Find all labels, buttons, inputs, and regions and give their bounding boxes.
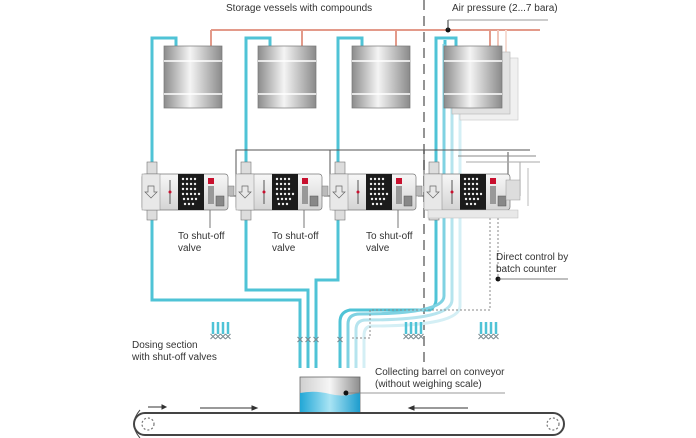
storage-vessel bbox=[257, 45, 317, 109]
dosing-valve-group bbox=[210, 322, 231, 340]
mass-flow-meter bbox=[235, 161, 329, 221]
storage-vessel-stack bbox=[443, 45, 519, 121]
shutoff-valve-label-2-line2: valve bbox=[272, 243, 296, 254]
collecting-barrel-label: Collecting barrel on conveyor (without w… bbox=[375, 367, 505, 391]
inlet-fitting bbox=[146, 161, 158, 175]
shutoff-valve-label-1: To shut-off valve bbox=[178, 231, 225, 255]
inlet-fitting bbox=[428, 161, 440, 175]
collecting-barrel bbox=[299, 376, 505, 414]
inlet-fitting bbox=[240, 161, 252, 175]
conveyor-roller-left bbox=[141, 417, 155, 431]
electrical-connector bbox=[321, 185, 329, 197]
direct-control-label: Direct control by batch counter bbox=[496, 252, 568, 276]
shut-off-valve-icon bbox=[403, 333, 409, 340]
mass-flow-meter bbox=[423, 161, 521, 221]
shut-off-valve-icon bbox=[337, 336, 343, 343]
barrel-level-dot bbox=[343, 390, 349, 396]
conveyor-roller-right bbox=[546, 417, 560, 431]
shut-off-valve-icon bbox=[297, 336, 303, 343]
shut-off-valve-icon bbox=[488, 333, 494, 340]
shut-off-valve-icon bbox=[225, 333, 231, 340]
shut-off-valve-icon bbox=[305, 336, 311, 343]
shutoff-valve-label-2-line1: To shut-off bbox=[272, 231, 319, 242]
shutoff-valve-label-3-line2: valve bbox=[366, 243, 390, 254]
shutoff-valve-label-3-line1: To shut-off bbox=[366, 231, 413, 242]
dosing-valve-group bbox=[478, 322, 499, 340]
shut-off-valve-icon bbox=[215, 333, 221, 340]
air-pressure-label: Air pressure (2...7 bara) bbox=[452, 3, 558, 14]
storage-vessel bbox=[163, 45, 223, 109]
flow-direction-icon bbox=[426, 185, 440, 199]
flow-direction-icon bbox=[332, 185, 346, 199]
shut-off-valve-icon bbox=[210, 333, 216, 340]
conveyor-direction-arrows bbox=[148, 404, 468, 411]
direct-control-label-line2: batch counter bbox=[496, 264, 557, 275]
storage-vessel bbox=[351, 45, 411, 109]
shutoff-valve-label-1-line2: valve bbox=[178, 243, 202, 254]
collecting-barrel-label-line2: (without weighing scale) bbox=[375, 379, 482, 390]
dosing-section-label: Dosing section with shut-off valves bbox=[132, 340, 217, 364]
dosing-valve-group bbox=[403, 322, 424, 340]
shut-off-valve-icon bbox=[413, 333, 419, 340]
shut-off-valve-icon bbox=[478, 333, 484, 340]
shutoff-valve-label-1-line1: To shut-off bbox=[178, 231, 225, 242]
mass-flow-meter bbox=[141, 161, 235, 221]
valve-leads bbox=[209, 210, 399, 228]
storage-vessels-label: Storage vessels with compounds bbox=[226, 3, 373, 14]
batch-counter-signal bbox=[350, 218, 499, 339]
dosing-section-label-line2: with shut-off valves bbox=[132, 352, 217, 363]
shutoff-valve-label-3: To shut-off valve bbox=[366, 231, 413, 255]
shutoff-valve-label-2: To shut-off valve bbox=[272, 231, 319, 255]
shut-off-valve-icon bbox=[220, 333, 226, 340]
shut-off-valve-icon bbox=[313, 336, 319, 343]
flow-direction-icon bbox=[144, 185, 158, 199]
air-pressure-line bbox=[210, 19, 548, 56]
electrical-connector bbox=[415, 185, 423, 197]
compound-lines-light bbox=[346, 44, 462, 368]
electrical-connector bbox=[227, 185, 235, 197]
mass-flow-meter bbox=[329, 161, 423, 221]
inlet-fitting bbox=[334, 161, 346, 175]
shut-off-valve-icon bbox=[483, 333, 489, 340]
flow-direction-icon bbox=[238, 185, 252, 199]
shut-off-valve-icon bbox=[418, 333, 424, 340]
direct-control-label-line1: Direct control by bbox=[496, 252, 569, 263]
dosing-section-label-line1: Dosing section bbox=[132, 340, 198, 351]
shut-off-valve-icon bbox=[408, 333, 414, 340]
conveyor-belt bbox=[133, 409, 565, 438]
shut-off-valve-icon bbox=[493, 333, 499, 340]
collecting-barrel-label-line1: Collecting barrel on conveyor bbox=[375, 367, 505, 378]
